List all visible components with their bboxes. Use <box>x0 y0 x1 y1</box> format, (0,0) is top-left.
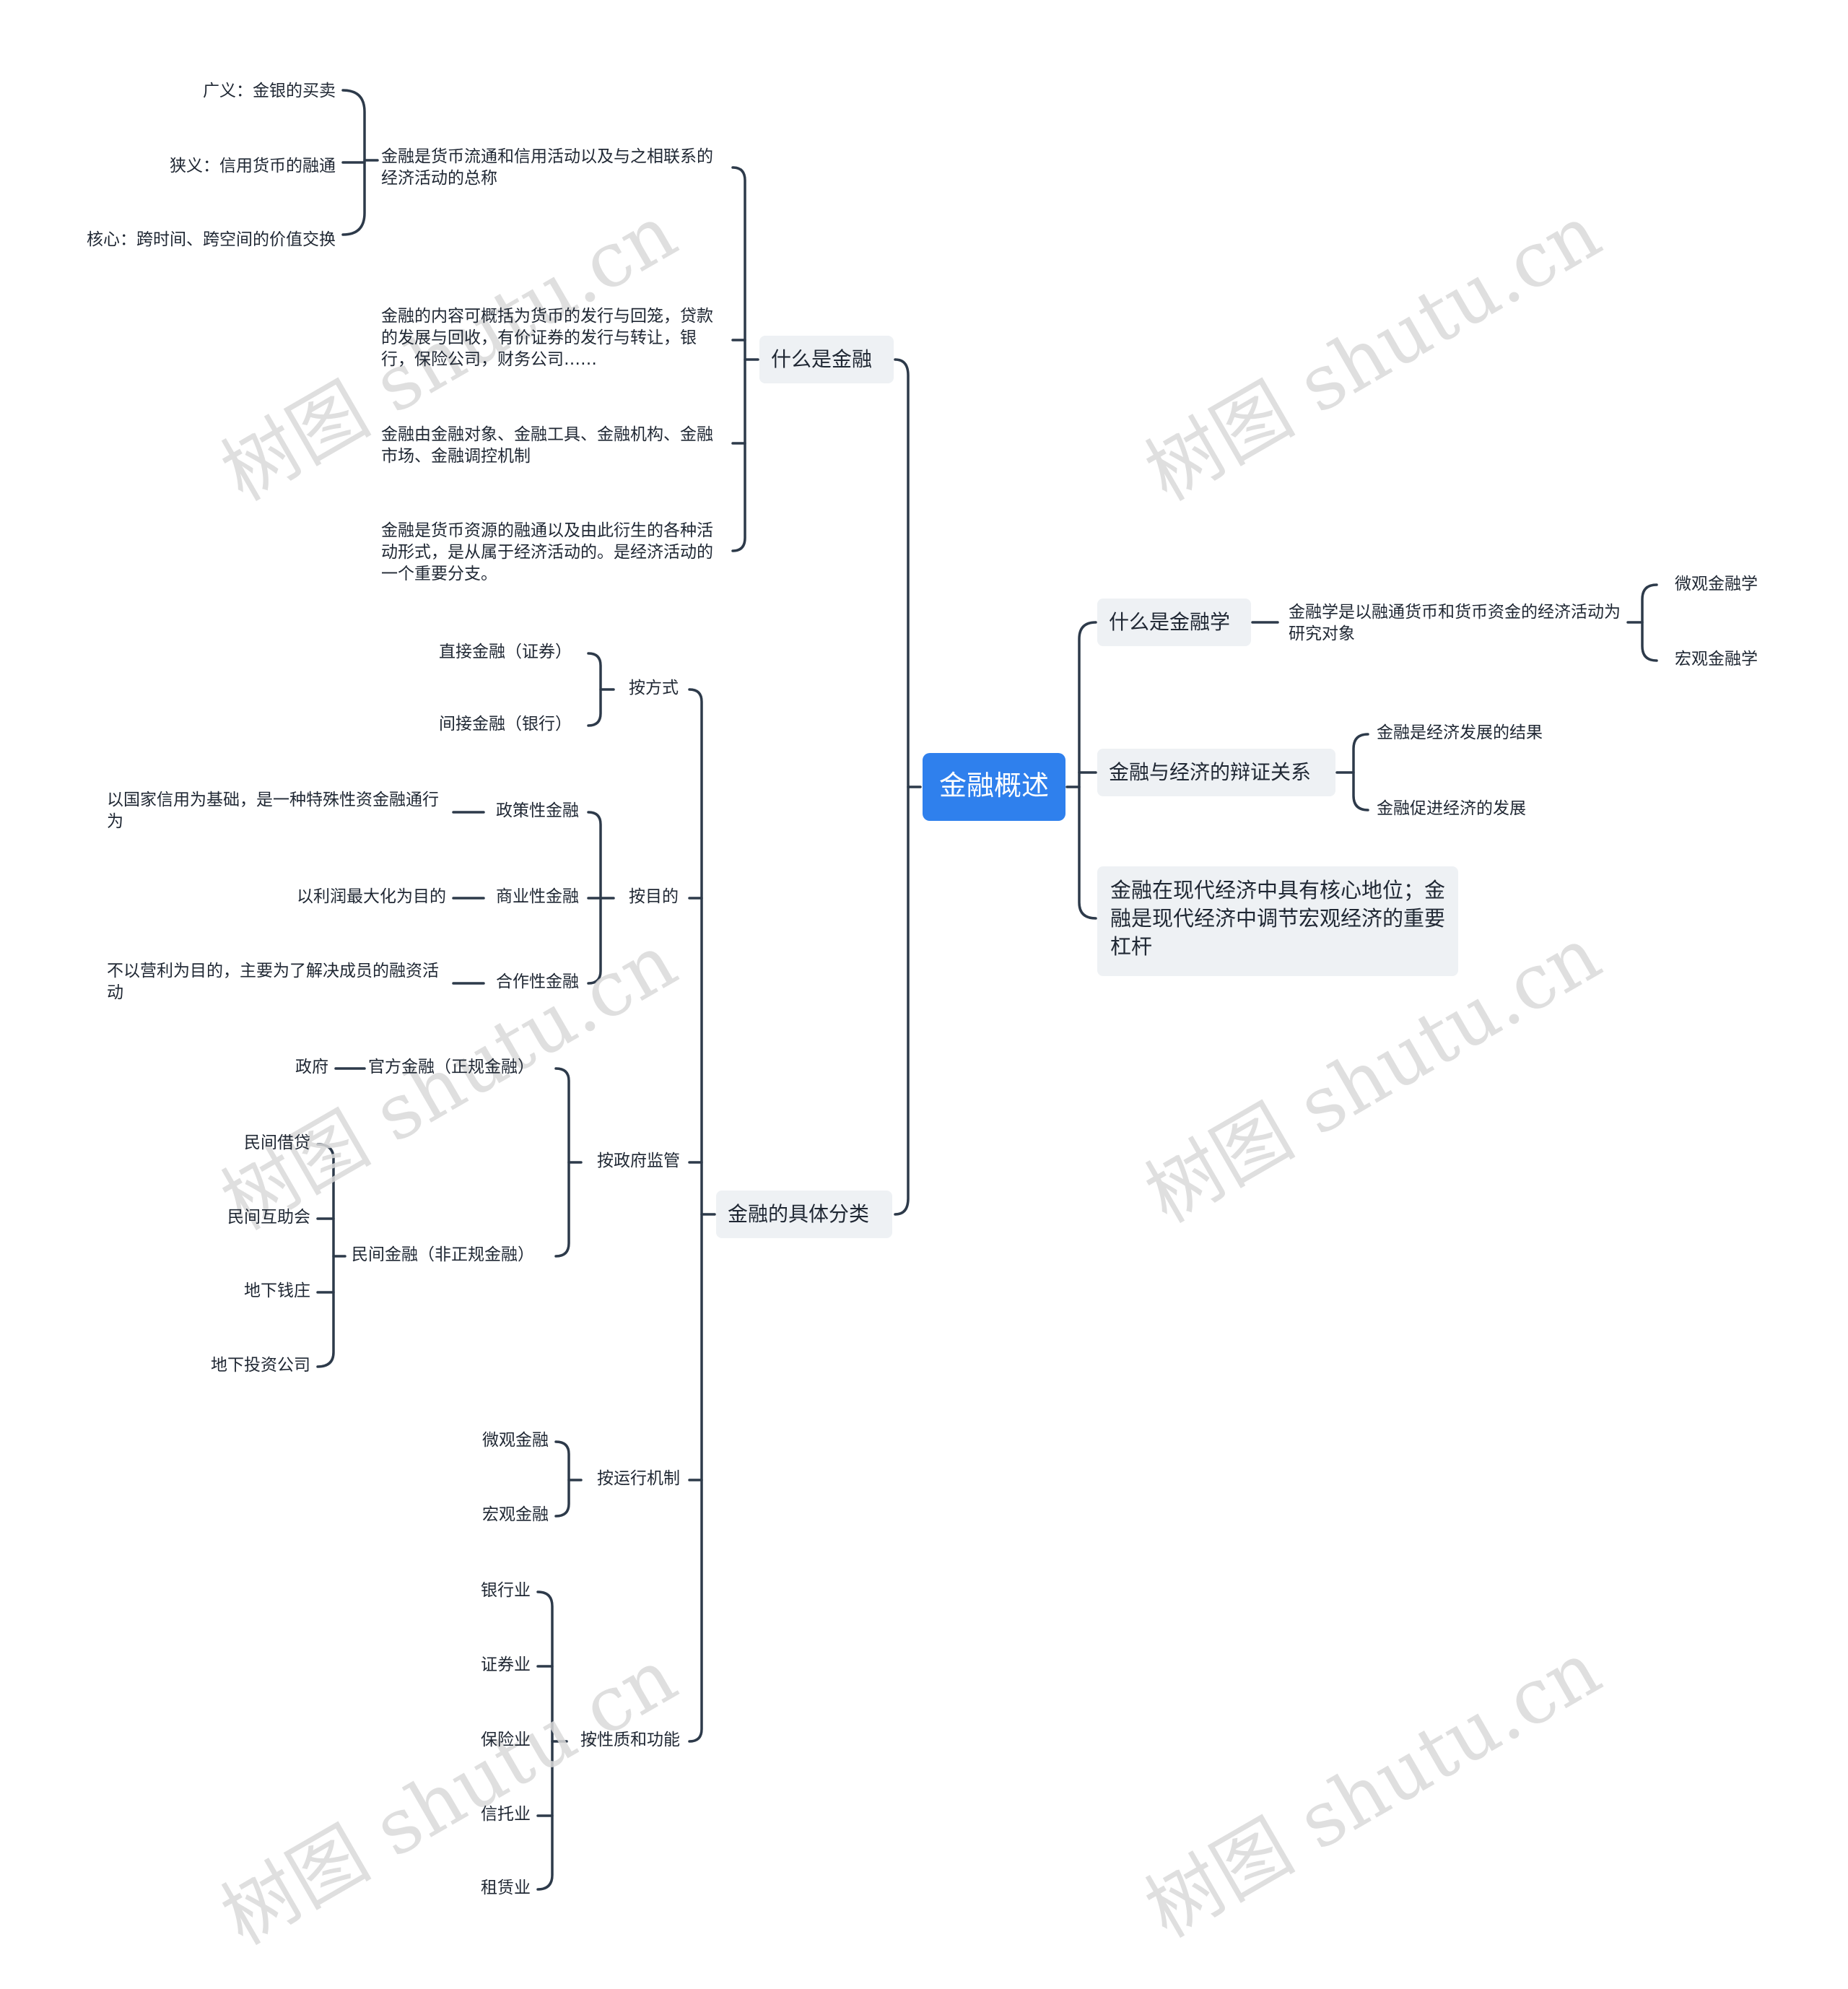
topic-finance-economy-dialectic[interactable]: 金融与经济的辩证关系 <box>1097 749 1335 796</box>
official-finance[interactable]: 官方金融（正规金融） <box>368 1058 534 1076</box>
underground-investment-company[interactable]: 地下投资公司 <box>211 1356 310 1375</box>
core-definition[interactable]: 核心：跨时间、跨空间的价值交换 <box>87 230 336 249</box>
indirect-finance[interactable]: 间接金融（银行） <box>439 715 572 734</box>
watermark-text: 树图 shutu.cn <box>1131 188 1614 518</box>
micro-finance-study[interactable]: 微观金融学 <box>1675 575 1758 593</box>
insurance-industry[interactable]: 保险业 <box>481 1731 531 1749</box>
root-topic[interactable]: 金融概述 <box>923 753 1065 821</box>
commercial-finance[interactable]: 商业性金融 <box>496 887 579 906</box>
category-by-regulation[interactable]: 按政府监管 <box>597 1152 680 1170</box>
macro-finance[interactable]: 宏观金融 <box>482 1505 549 1524</box>
category-by-mechanism[interactable]: 按运行机制 <box>597 1469 680 1488</box>
definition-finance-resources[interactable]: 金融是货币资源的融通以及由此衍生的各种活动形式，是从属于经济活动的。是经济活动的… <box>381 521 713 583</box>
mutual-aid-society[interactable]: 民间互助会 <box>227 1208 310 1227</box>
category-by-function[interactable]: 按性质和功能 <box>580 1731 680 1749</box>
watermark-text: 树图 shutu.cn <box>1131 1624 1614 1954</box>
macro-finance-study[interactable]: 宏观金融学 <box>1675 650 1758 669</box>
narrow-definition[interactable]: 狭义：信用货币的融通 <box>170 157 336 175</box>
cooperative-finance[interactable]: 合作性金融 <box>496 972 579 991</box>
private-finance[interactable]: 民间金融（非正规金融） <box>352 1245 534 1264</box>
leasing-industry[interactable]: 租赁业 <box>481 1879 531 1897</box>
finance-promotes-economy[interactable]: 金融促进经济的发展 <box>1377 799 1526 818</box>
finance-content-summary[interactable]: 金融的内容可概括为货币的发行与回笼，贷款的发展与回收，有价证券的发行与转让，银行… <box>381 307 713 369</box>
trust-industry[interactable]: 信托业 <box>481 1805 531 1824</box>
topic-what-is-finance[interactable]: 什么是金融 <box>759 336 894 383</box>
topic-finance-classification[interactable]: 金融的具体分类 <box>716 1191 892 1238</box>
finance-study-definition[interactable]: 金融学是以融通货币和货币资金的经济活动为研究对象 <box>1289 603 1621 643</box>
policy-finance[interactable]: 政策性金融 <box>496 801 579 820</box>
finance-elements[interactable]: 金融由金融对象、金融工具、金融机构、金融市场、金融调控机制 <box>381 425 713 466</box>
underground-bank[interactable]: 地下钱庄 <box>244 1281 310 1300</box>
broad-definition[interactable]: 广义：金银的买卖 <box>203 82 336 100</box>
category-by-method[interactable]: 按方式 <box>629 679 679 697</box>
securities-industry[interactable]: 证券业 <box>481 1655 531 1674</box>
topic-finance-core-status[interactable]: 金融在现代经济中具有核心地位；金融是现代经济中调节宏观经济的重要杠杆 <box>1097 866 1458 976</box>
finance-result-of-economy[interactable]: 金融是经济发展的结果 <box>1377 723 1543 742</box>
banking-industry[interactable]: 银行业 <box>481 1581 531 1600</box>
government[interactable]: 政府 <box>295 1058 328 1076</box>
commercial-finance-desc[interactable]: 以利润最大化为目的 <box>297 887 446 906</box>
policy-finance-desc[interactable]: 以国家信用为基础，是一种特殊性资金融通行为 <box>107 791 439 831</box>
watermark-text: 树图 shutu.cn <box>207 1632 690 1962</box>
category-by-purpose[interactable]: 按目的 <box>629 887 679 906</box>
direct-finance[interactable]: 直接金融（证券） <box>439 643 572 661</box>
micro-finance[interactable]: 微观金融 <box>482 1431 549 1450</box>
private-lending[interactable]: 民间借贷 <box>244 1133 310 1152</box>
cooperative-finance-desc[interactable]: 不以营利为目的，主要为了解决成员的融资活动 <box>107 962 439 1002</box>
topic-what-is-finance-study[interactable]: 什么是金融学 <box>1097 599 1251 646</box>
definition-finance-general[interactable]: 金融是货币流通和信用活动以及与之相联系的经济活动的总称 <box>381 147 713 188</box>
